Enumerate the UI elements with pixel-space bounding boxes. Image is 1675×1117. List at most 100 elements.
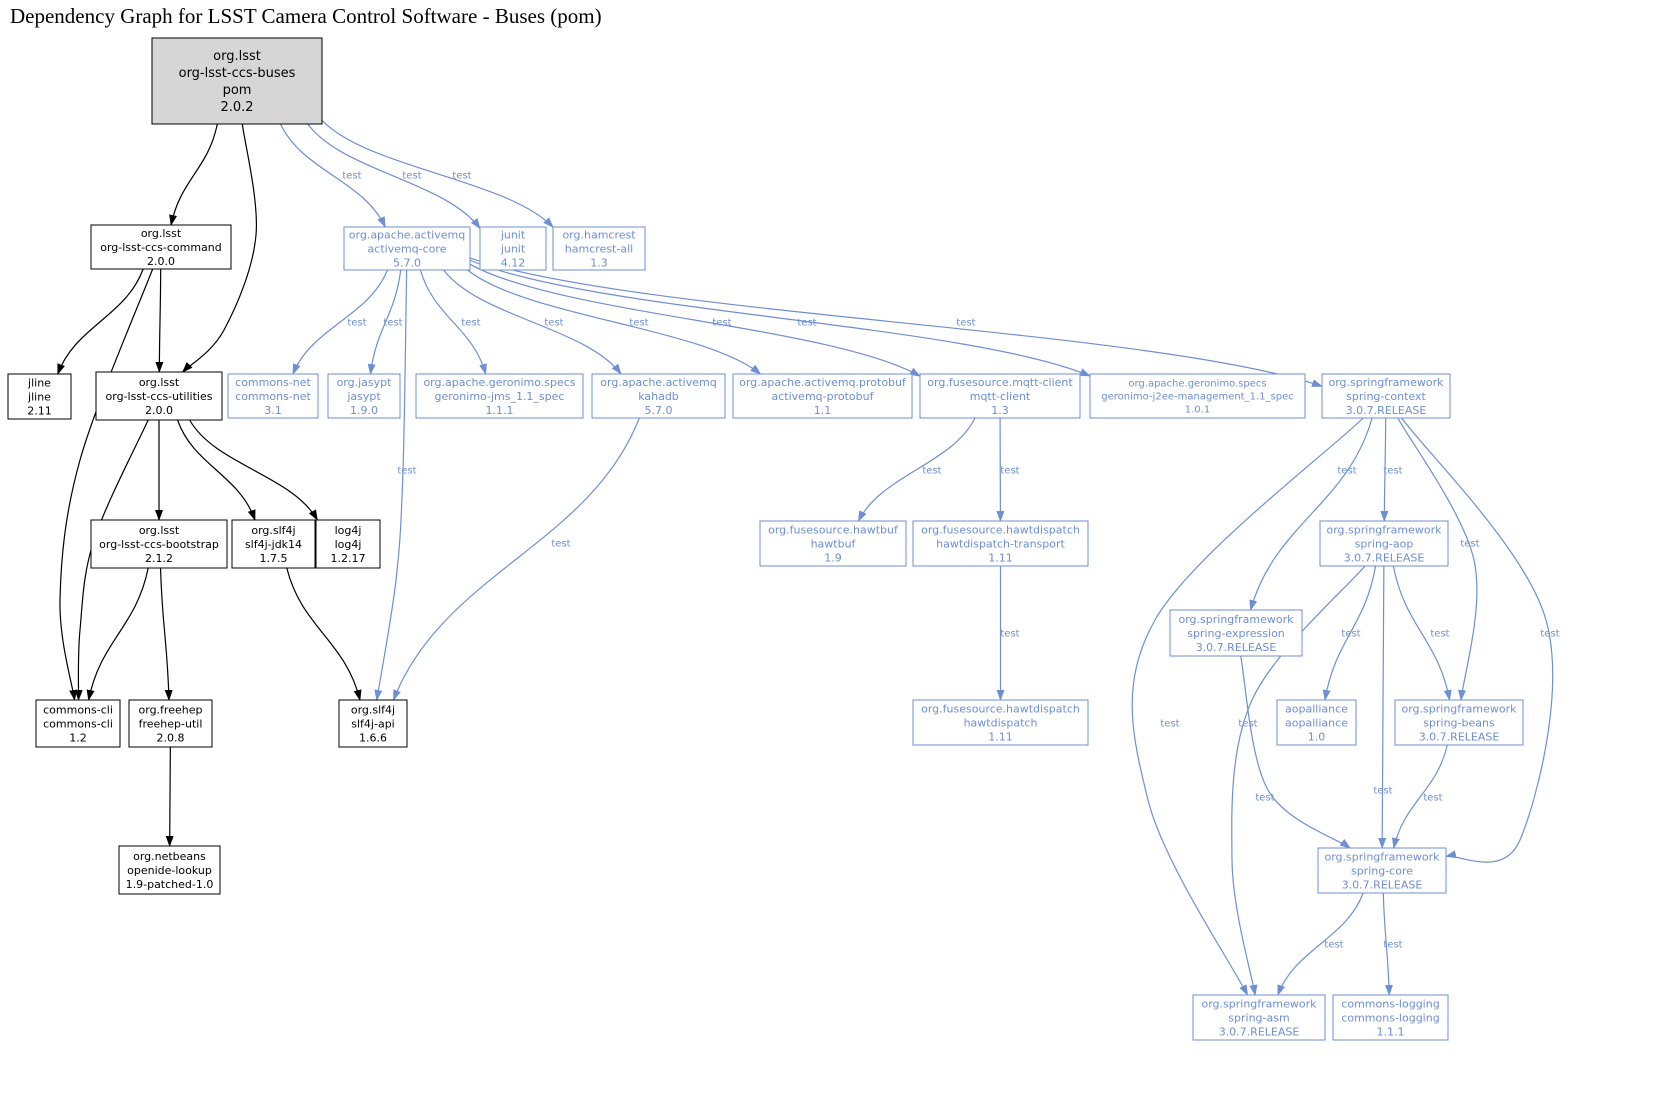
edge-scope-label: test	[347, 318, 366, 329]
edge-scope-label: test	[922, 466, 941, 477]
node-hawtdispatch: org.fusesource.hawtdispatchhawtdispatch1…	[912, 699, 1089, 746]
node-label: activemq-protobuf	[772, 390, 875, 403]
node-label: 1.2.17	[331, 552, 366, 565]
node-label: org.fusesource.hawtdispatch	[921, 702, 1080, 715]
node-label: 3.0.7.RELEASE	[1344, 551, 1425, 564]
node-spring-asm: org.springframeworkspring-asm3.0.7.RELEA…	[1192, 994, 1326, 1041]
node-label: commons-logging	[1341, 997, 1439, 1010]
node-box	[591, 373, 726, 419]
node-label: freehep-util	[139, 717, 203, 730]
edge-scope-label: test	[342, 171, 361, 182]
node-label: org.lsst	[139, 524, 180, 537]
node-label: org.netbeans	[133, 850, 206, 863]
node-label: 1.6.6	[359, 731, 387, 744]
edge-bootstrap-freehep-util	[159, 567, 173, 701]
node-label: kahadb	[638, 390, 679, 403]
node-label: junit	[500, 228, 526, 241]
node-label: org.lsst	[213, 49, 261, 64]
node-geronimo-j2ee: org.apache.geronimo.specsgeronimo-j2ee-m…	[1089, 373, 1306, 419]
node-label: hawtdispatch-transport	[936, 537, 1065, 550]
edge-scope-label: test	[1383, 940, 1402, 951]
node-label: org-lsst-ccs-bootstrap	[99, 538, 219, 551]
edge-freehep-util-openide-lookup	[165, 746, 174, 847]
node-box	[1089, 373, 1306, 419]
edge-scope-label: test	[1238, 719, 1257, 730]
node-label: org.lsst	[139, 376, 180, 389]
edge-utilities-commons-cli	[74, 419, 149, 701]
node-box	[759, 520, 907, 567]
node-label: spring-asm	[1228, 1011, 1289, 1024]
node-label: openide-lookup	[127, 864, 212, 877]
node-box	[315, 519, 381, 569]
node-box	[912, 520, 1089, 567]
edge-bootstrap-commons-cli	[86, 567, 149, 701]
edge-activemq-core-geronimo-jms	[419, 269, 487, 375]
edge-scope-label: test	[1324, 940, 1343, 951]
node-label: org-lsst-ccs-buses	[179, 66, 296, 81]
node-box	[118, 845, 221, 895]
node-spring-expression: org.springframeworkspring-expression3.0.…	[1169, 609, 1303, 657]
edge-activemq-core-activemq-protobuf	[467, 269, 762, 375]
edge-activemq-core-kahadb	[443, 269, 622, 375]
edge-spring-aop-spring-core	[1378, 565, 1387, 849]
edge-activemq-core-mqtt-client	[469, 263, 921, 377]
node-label: org.fusesource.hawtbuf	[768, 523, 899, 536]
node-box	[343, 226, 471, 271]
node-label: log4j	[335, 538, 362, 551]
node-label: 1.1.1	[1377, 1025, 1405, 1038]
node-box	[151, 37, 323, 125]
node-openide-lookup: org.netbeansopenide-lookup1.9-patched-1.…	[118, 845, 221, 895]
node-box	[1276, 699, 1357, 746]
edge-spring-context-spring-expression	[1249, 417, 1373, 611]
node-label: org.slf4j	[251, 524, 295, 537]
edge-command-commons-cli	[59, 268, 154, 701]
node-label: geronimo-jms_1.1_spec	[435, 390, 565, 403]
node-spring-aop: org.springframeworkspring-aop3.0.7.RELEA…	[1319, 520, 1449, 567]
node-box	[7, 373, 72, 420]
node-label: activemq-core	[368, 242, 447, 255]
node-label: slf4j-jdk14	[245, 538, 302, 551]
node-box	[231, 519, 316, 569]
node-label: spring-core	[1351, 864, 1413, 877]
node-label: 1.0.1	[1185, 405, 1210, 416]
node-label: 1.11	[988, 730, 1013, 743]
edge-activemq-core-jasypt	[367, 269, 402, 375]
node-label: 1.11	[988, 551, 1013, 564]
node-label: commons-net	[235, 390, 311, 403]
edge-mqtt-client-hawtbuf	[857, 417, 976, 522]
node-label: 3.0.7.RELEASE	[1342, 878, 1423, 891]
edge-scope-label: test	[1000, 629, 1019, 640]
edge-buses-junit	[307, 123, 481, 230]
edge-scope-label: test	[1540, 629, 1559, 640]
edge-buses-command	[169, 123, 218, 226]
node-label: 5.7.0	[645, 404, 673, 417]
edge-spring-expression-spring-core	[1240, 655, 1351, 849]
node-label: org.springframework	[1326, 523, 1442, 536]
node-label: org.apache.activemq	[349, 228, 465, 241]
node-label: 2.11	[27, 404, 52, 417]
node-label: 3.1	[264, 404, 282, 417]
edge-scope-label: test	[712, 318, 731, 329]
node-box	[552, 226, 646, 271]
edge-buses-activemq-core	[280, 123, 386, 228]
edge-scope-label: test	[1423, 793, 1442, 804]
node-box	[1321, 373, 1451, 419]
node-box	[327, 373, 401, 419]
node-label: geronimo-j2ee-management_1.1_spec	[1101, 392, 1293, 403]
node-box	[338, 699, 408, 748]
node-label: org.springframework	[1324, 850, 1440, 863]
node-label: org-lsst-ccs-utilities	[106, 390, 213, 403]
node-box	[1394, 699, 1524, 746]
edge-scope-label: test	[1337, 466, 1356, 477]
edge-scope-label: test	[1383, 466, 1402, 477]
node-label: commons-net	[235, 376, 311, 389]
node-label: hawtbuf	[811, 537, 857, 550]
node-label: org.fusesource.mqtt-client	[927, 376, 1073, 389]
